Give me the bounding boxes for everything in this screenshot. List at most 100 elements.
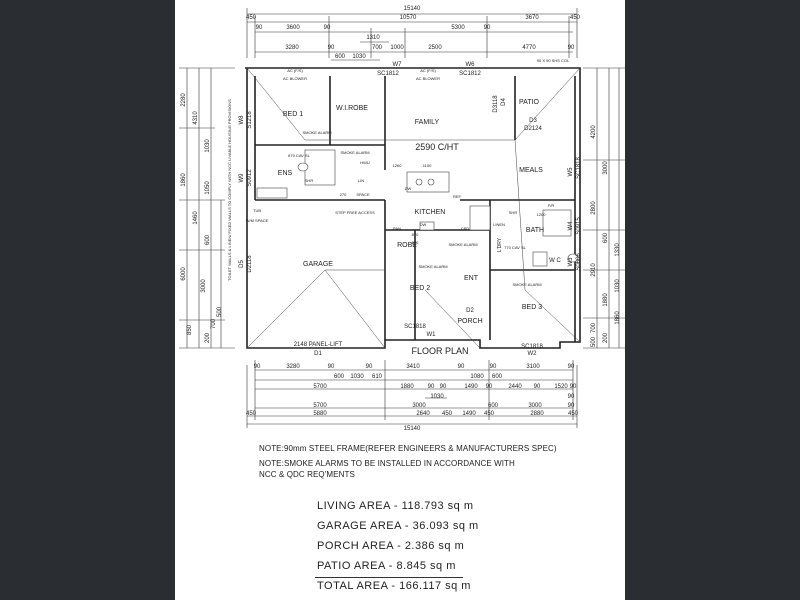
window-s1218: S1218	[247, 111, 253, 129]
dim-bottom: 90	[366, 364, 373, 370]
space: SPACE	[356, 192, 370, 197]
dim-bottom: 450	[484, 411, 495, 417]
smoke-alarm-2: SMOKE ALARM	[340, 150, 369, 155]
dim-bottom: 2880	[530, 411, 544, 417]
floor-plan-page: 15140 450 10570 3670 450 90 3600 90 5300…	[175, 0, 625, 600]
dim-top: 1000	[390, 45, 404, 51]
dim-top-overall: 15140	[404, 6, 421, 12]
dim-top: 1310	[366, 35, 380, 41]
room-ceiling-height: 2590 C/HT	[415, 142, 459, 152]
room-labels: BED 1 W.I.ROBE FAMILY PATIO 2590 C/HT ME…	[278, 99, 562, 325]
window-w4: W4	[568, 221, 574, 231]
dim-top: 1030	[352, 54, 366, 60]
dim-top: 3600	[286, 25, 300, 31]
room-kitchen: KITCHEN	[415, 209, 446, 216]
dim-left: 1860	[181, 173, 187, 187]
dishwasher-2: DW	[420, 222, 427, 227]
dim-bottom: 450	[246, 411, 257, 417]
plan-notes: NOTE:90mm STEEL FRAME(REFER ENGINEERS & …	[259, 443, 619, 484]
dim-bottom: 90	[328, 364, 335, 370]
window-sc1812-a: SC1812	[377, 71, 399, 77]
dim-right: 700	[591, 322, 597, 333]
note-smoke-alarms: NOTE:SMOKE ALARMS TO BE INSTALLED IN ACC…	[259, 458, 619, 480]
wall-dim-1: 870	[412, 232, 419, 237]
dim-left: 2280	[181, 93, 187, 107]
window-sc1812-b: SC1812	[459, 71, 481, 77]
dim-bottom: 450	[442, 411, 453, 417]
window-s0915: S0915	[576, 217, 582, 235]
window-w8: W8	[239, 115, 245, 125]
dim-bottom: 3000	[412, 403, 426, 409]
dim-right: 2800	[591, 201, 597, 215]
dim-top: 90	[328, 45, 335, 51]
fixtures	[256, 149, 579, 267]
top-dimensions: 15140 450 10570 3670 450 90 3600 90 5300…	[246, 6, 581, 60]
dim-top: 10570	[400, 15, 417, 21]
dim-left: 200	[205, 332, 211, 343]
window-w2: W2	[528, 351, 538, 357]
note-smoke-alarms-line1: NOTE:SMOKE ALARMS TO BE INSTALLED IN ACC…	[259, 459, 515, 468]
dim-top: 90	[324, 25, 331, 31]
window-sc1818-a: SC1818	[576, 156, 582, 178]
fridge-space: REF	[453, 194, 462, 199]
dim-top: 700	[372, 45, 383, 51]
dim-top: 4770	[522, 45, 536, 51]
cavity-slider-1: 870 CAV SL	[288, 153, 310, 158]
dim-bottom: 3000	[528, 403, 542, 409]
window-w6: W6	[466, 62, 476, 68]
room-ens: ENS	[278, 170, 293, 177]
hot-water-unit: HWU	[360, 160, 370, 165]
dim-bottom: 1880	[400, 384, 414, 390]
room-robe: ROBE	[397, 242, 417, 249]
dim-bottom: 3100	[526, 364, 540, 370]
smoke-alarm-3: SMOKE ALARM	[448, 242, 477, 247]
fixture-fr: F/R	[548, 203, 555, 208]
dim-bottom: 1520	[554, 384, 568, 390]
room-porch: PORCH	[457, 318, 482, 325]
tub-size: 270	[340, 192, 347, 197]
area-row-living: LIVING AREA - 118.793 sq m	[317, 500, 474, 512]
wall-dim-2: 870	[412, 240, 419, 245]
window-labels: W7 SC1812 W6 SC1812 D3 D2124 D4 D3118 W8…	[239, 62, 582, 357]
dim-top: 600	[335, 54, 346, 60]
area-schedule: LIVING AREA - 118.793 sq m GARAGE AREA -…	[317, 496, 577, 576]
shower-1: SHR	[305, 178, 314, 183]
dim-right: 3000	[603, 161, 609, 175]
dim-top: 90	[484, 25, 491, 31]
window-s0606: S0606	[576, 253, 582, 271]
dim-bottom: 600	[488, 403, 499, 409]
total-value: 166.117 sq m	[399, 580, 471, 592]
room-bed2: BED 2	[410, 285, 430, 292]
dim-left: 3000	[201, 279, 207, 293]
area-total: TOTAL AREA - 166.117 sq m	[317, 580, 471, 592]
door-d3: D3	[529, 118, 537, 124]
dim-top: 90	[256, 25, 263, 31]
dim-right: 4200	[591, 125, 597, 139]
dim-left: 1460	[193, 211, 199, 225]
linen: LINEN	[493, 222, 505, 227]
dim-bottom: 3410	[406, 364, 420, 370]
dim-bottom: 2640	[416, 411, 430, 417]
dim-bottom: 1490	[462, 411, 476, 417]
area-label: PORCH AREA	[317, 540, 394, 552]
cavity-slider-2: 770 CAV SL	[504, 245, 526, 250]
area-row-porch: PORCH AREA - 2.386 sq m	[317, 540, 465, 552]
dim-bottom: 90	[458, 364, 465, 370]
ac-code-2: AC (F/S)	[420, 68, 436, 73]
dim-left: 6000	[181, 267, 187, 281]
room-bed3: BED 3	[522, 304, 542, 311]
dim-top: 450	[246, 15, 257, 21]
area-label: GARAGE AREA	[317, 520, 402, 532]
door-d2: D2	[466, 308, 474, 314]
dimension-lines	[179, 8, 625, 428]
dim-top: 2500	[428, 45, 442, 51]
dim-right: 2910	[591, 263, 597, 277]
floor-plan-drawing: 15140 450 10570 3670 450 90 3600 90 5300…	[179, 6, 625, 430]
left-dimensions: 2280 4310 1030 1860 1050 1460 600 6000 3…	[181, 93, 223, 343]
dim-right: 600	[603, 232, 609, 243]
area-row-garage: GARAGE AREA - 36.093 sq m	[317, 520, 479, 532]
smoke-alarm-5: SMOKE ALARM	[512, 282, 541, 287]
linen-cupboard: LIN	[358, 178, 364, 183]
dim-bottom: 450	[568, 411, 579, 417]
